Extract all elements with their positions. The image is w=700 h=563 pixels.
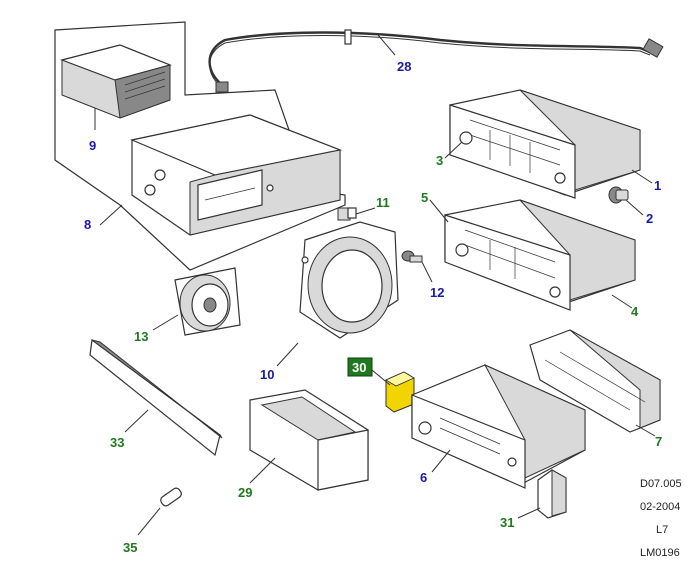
speaker[interactable] — [299, 221, 399, 339]
radio-cassette-unit[interactable] — [411, 363, 586, 489]
callout-29[interactable]: 29 — [238, 485, 252, 500]
callout-4[interactable]: 4 — [631, 304, 639, 319]
callout-5[interactable]: 5 — [421, 190, 428, 205]
reference-date: 02-2004 — [640, 501, 680, 513]
callout-9[interactable]: 9 — [89, 138, 96, 153]
screw[interactable] — [401, 250, 423, 263]
cd-magazine[interactable] — [60, 44, 172, 119]
callout-8[interactable]: 8 — [84, 217, 91, 232]
cd-changer-group[interactable] — [54, 21, 346, 271]
callout-30[interactable]: 30 — [352, 360, 366, 375]
cd-changer-unit[interactable] — [130, 114, 343, 236]
callout-1[interactable]: 1 — [654, 178, 661, 193]
mounting-sleeve[interactable] — [529, 329, 661, 433]
radio-unit-4[interactable] — [444, 199, 636, 311]
callout-7[interactable]: 7 — [655, 434, 662, 449]
tweeter-speaker[interactable] — [174, 267, 241, 336]
highlighted-part-30[interactable] — [385, 371, 415, 413]
callout-11[interactable]: 11 — [376, 195, 390, 210]
callout-28[interactable]: 28 — [397, 59, 411, 74]
cover-cap[interactable] — [537, 469, 567, 519]
reference-block: D07.005 02-2004 L7 LM0196 — [640, 478, 682, 559]
callout-12[interactable]: 12 — [430, 285, 444, 300]
callout-31[interactable]: 31 — [500, 515, 514, 530]
knob[interactable] — [608, 186, 629, 204]
callout-6[interactable]: 6 — [420, 470, 427, 485]
callout-33[interactable]: 33 — [110, 435, 124, 450]
callout-10[interactable]: 10 — [260, 367, 274, 382]
storage-tray[interactable] — [249, 389, 369, 491]
bulb[interactable] — [159, 487, 183, 508]
clip[interactable] — [337, 207, 357, 221]
reference-code: D07.005 — [640, 478, 682, 490]
callout-labels: 9 8 28 3 1 2 5 4 11 12 10 13 33 29 6 7 3… — [84, 59, 662, 555]
callout-35[interactable]: 35 — [123, 540, 137, 555]
trim-strip[interactable] — [89, 338, 223, 457]
leader-lines — [94, 34, 656, 536]
antenna-cable[interactable] — [208, 29, 664, 93]
reference-section: L7 — [656, 524, 668, 536]
callout-3[interactable]: 3 — [436, 153, 443, 168]
callout-30-highlight[interactable]: 30 — [347, 357, 373, 377]
radio-unit-1[interactable] — [449, 89, 641, 199]
callout-2[interactable]: 2 — [646, 211, 653, 226]
reference-illustration: LM0196 — [640, 547, 680, 559]
callout-13[interactable]: 13 — [134, 329, 148, 344]
